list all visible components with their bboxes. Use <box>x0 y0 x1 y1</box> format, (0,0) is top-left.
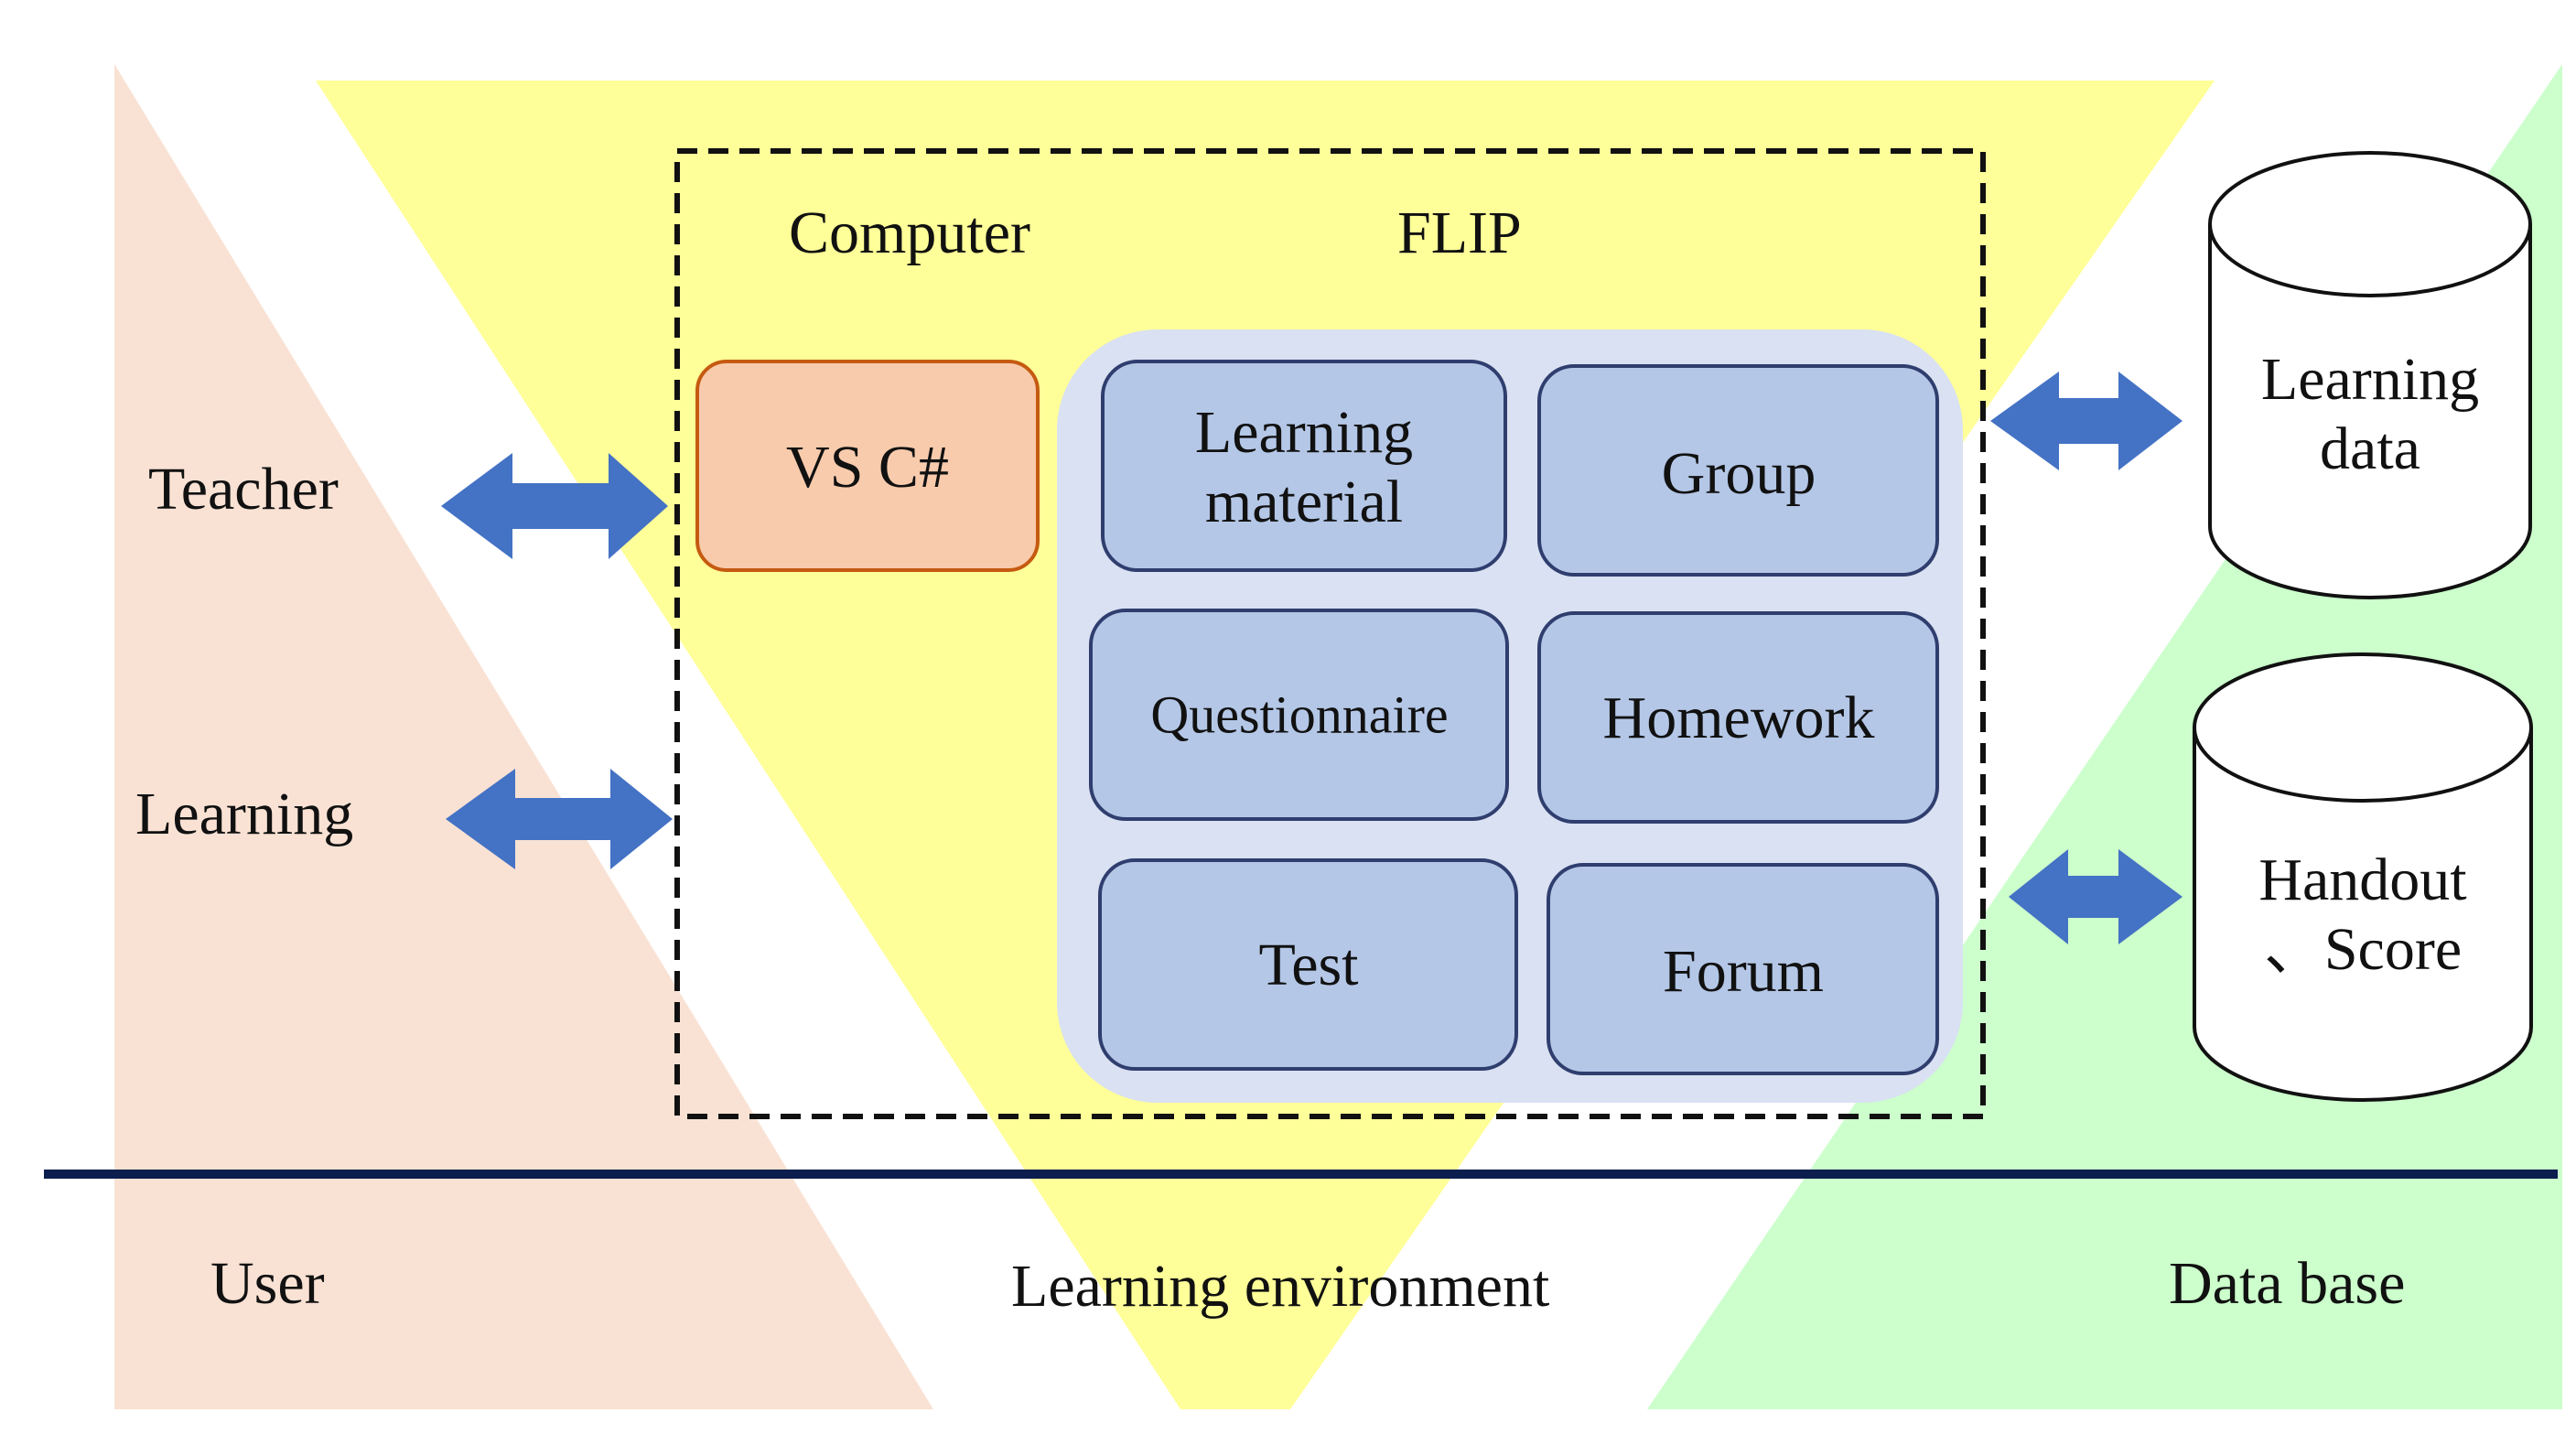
vs-csharp-box <box>695 360 1040 572</box>
handout-score-line2: 、Score <box>2263 916 2463 983</box>
group-label: Group <box>1661 440 1816 508</box>
learning-material-label: Learning material <box>1195 398 1413 537</box>
learning-material-line1: Learning <box>1194 399 1414 467</box>
homework-label: Homework <box>1602 685 1875 752</box>
handout-score-cylinder <box>2193 652 2533 1102</box>
learning-material-line2: material <box>1204 469 1404 535</box>
questionnaire-module <box>1089 609 1509 821</box>
database-zone-label: Data base <box>2169 1250 2406 1317</box>
handout-score-label: Handout 、Score <box>2258 846 2466 985</box>
environment-zone-label: Learning environment <box>1011 1253 1550 1320</box>
learning-data-line2: data <box>2320 415 2420 482</box>
learning-data-double-arrow <box>1990 372 2183 470</box>
group-module <box>1537 364 1939 577</box>
vs-csharp-label: VS C# <box>786 434 949 501</box>
test-label: Test <box>1258 932 1359 999</box>
computer-label: Computer <box>789 199 1030 266</box>
forum-label: Forum <box>1662 938 1825 1006</box>
learning-material-module <box>1101 360 1507 572</box>
homework-module <box>1537 611 1939 824</box>
flip-label: FLIP <box>1397 199 1522 266</box>
computer-boundary-box <box>674 148 1986 1119</box>
teacher-label: Teacher <box>148 456 339 523</box>
user-zone-background <box>114 64 933 1409</box>
test-module <box>1098 858 1518 1071</box>
teacher-double-arrow <box>441 453 668 559</box>
handout-score-double-arrow <box>2009 849 2183 944</box>
learning-actor-label: Learning <box>135 781 354 847</box>
questionnaire-label: Questionnaire <box>1150 685 1449 745</box>
learning-data-cylinder <box>2208 151 2532 599</box>
handout-score-line1: Handout <box>2258 846 2467 914</box>
forum-module <box>1547 863 1939 1075</box>
learning-data-label: Learning data <box>2261 345 2479 484</box>
learning-double-arrow <box>446 769 673 869</box>
user-zone-label: User <box>210 1250 325 1317</box>
learning-data-line1: Learning <box>2260 346 2480 414</box>
